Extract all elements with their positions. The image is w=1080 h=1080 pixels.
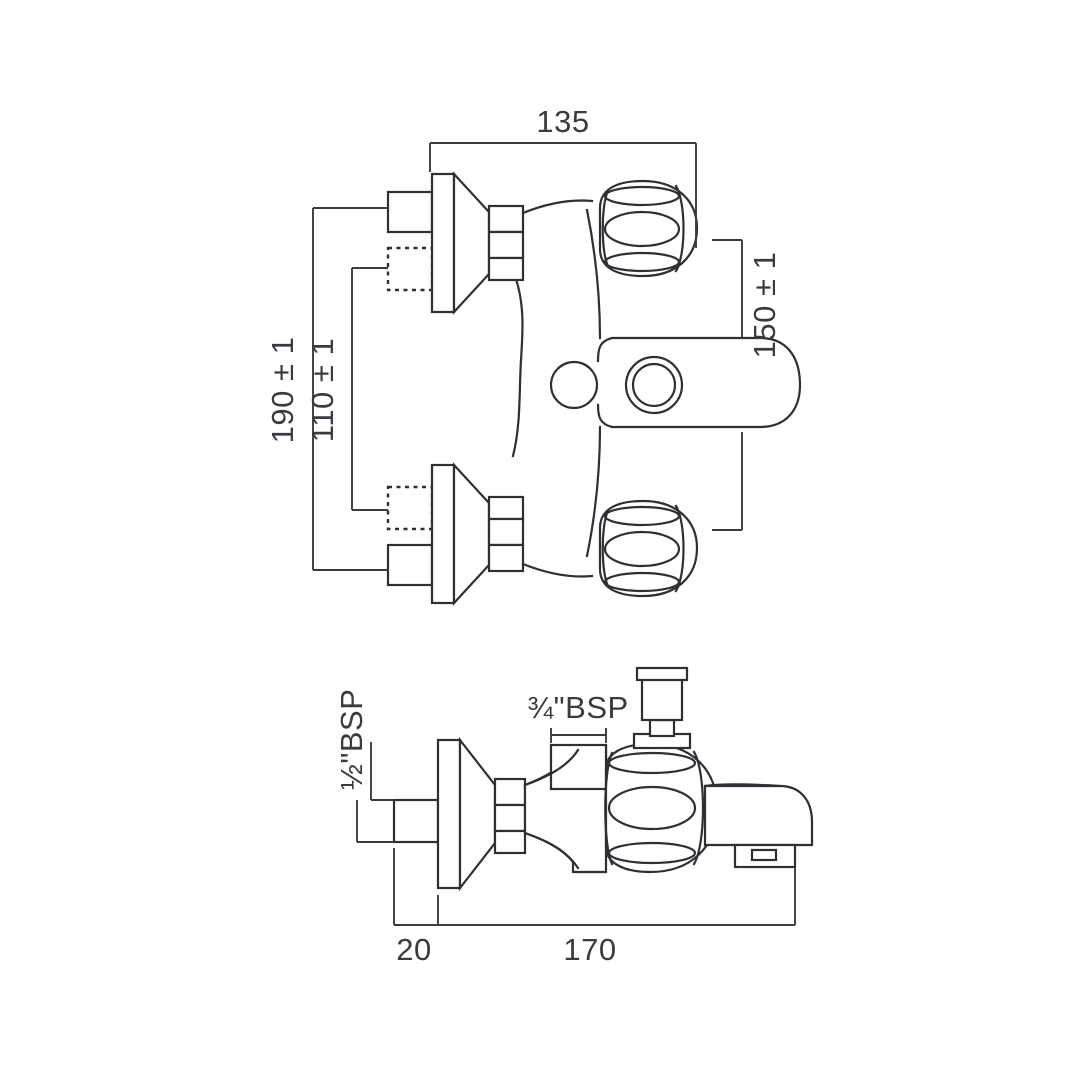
lower-union-nut-band-3 xyxy=(487,543,525,573)
side-spout xyxy=(703,783,814,869)
dimension-190-group: 190 ± 1 xyxy=(265,207,388,571)
side-union-nut-band-3 xyxy=(493,829,527,855)
plug-circle xyxy=(549,360,599,410)
upper-knob-grip-middle xyxy=(603,210,681,248)
dimension-20-group: 20 xyxy=(393,848,439,967)
upper-body-neck-top xyxy=(521,199,594,215)
lower-knob-handle[interactable] xyxy=(598,499,699,598)
dimension-20-label: 20 xyxy=(396,932,431,967)
lower-knob-right-edge xyxy=(674,504,685,593)
upper-knob-handle[interactable] xyxy=(598,179,699,278)
side-union-nut-band-2 xyxy=(493,803,527,833)
upper-union-nut-band-2 xyxy=(487,230,525,260)
diverter-stem xyxy=(648,718,676,738)
lower-union-nut-band-1 xyxy=(487,495,525,521)
diverter-cap-rim xyxy=(635,666,689,682)
side-spout-top-edge xyxy=(703,783,782,788)
dimension-110-label: 110 ± 1 xyxy=(305,338,340,442)
upper-knob-grip-top xyxy=(603,185,681,207)
dimension-170-label: 170 xyxy=(563,932,616,967)
side-elevation-view: ½"BSP ¾"BSP 20 170 xyxy=(334,666,814,967)
dimension-110-group: 110 ± 1 xyxy=(305,267,388,511)
side-spout-body xyxy=(703,784,814,847)
side-knob-right-edge xyxy=(692,750,705,866)
label-three-quarter-bsp: ¾"BSP xyxy=(527,690,628,725)
upper-inlet-nipple xyxy=(386,190,434,234)
side-body-top-curve xyxy=(523,748,580,787)
side-inlet-nipple xyxy=(392,798,440,844)
label-half-bsp: ½"BSP xyxy=(334,689,369,790)
side-escutcheon-plate xyxy=(436,738,462,890)
side-knob-grip-top xyxy=(607,751,697,775)
upper-inlet-assembly xyxy=(386,171,699,315)
dimension-135-group: 135 xyxy=(429,104,697,248)
lower-union-nut-band-2 xyxy=(487,517,525,547)
lower-body-connector xyxy=(585,425,602,558)
body-spine-left xyxy=(511,269,524,458)
dimension-150-group: 150 ± 1 xyxy=(712,239,782,531)
upper-body-connector xyxy=(585,208,602,340)
lower-knob-grip-bottom xyxy=(603,571,681,593)
dimension-190-label: 190 ± 1 xyxy=(265,337,300,444)
side-knob-body[interactable] xyxy=(604,742,719,874)
side-knob-grip-middle xyxy=(607,785,697,831)
side-diverter-knob[interactable] xyxy=(632,666,692,750)
lower-escutcheon-plate xyxy=(430,463,456,605)
side-knob-handle[interactable] xyxy=(604,742,719,874)
lower-inlet-assembly xyxy=(386,462,699,606)
lower-knob-grip-middle xyxy=(603,530,681,568)
upper-escutcheon-plate xyxy=(430,172,456,314)
spout-outlet-aerator xyxy=(750,848,778,862)
side-upper-port xyxy=(549,743,608,791)
dimension-170-group: 170 xyxy=(438,868,796,967)
dimension-135-label: 135 xyxy=(536,104,589,139)
body-and-spout-group xyxy=(511,208,802,558)
side-union-nut-band-1 xyxy=(493,777,527,807)
upper-union-nut-band-1 xyxy=(487,204,525,234)
side-knob-grip-bottom xyxy=(607,841,697,865)
label-half-bsp-group: ½"BSP xyxy=(334,689,394,843)
side-body-bottom-curve xyxy=(523,831,580,870)
upper-knob-right-edge xyxy=(674,184,685,273)
diverter-boss-inner-circle xyxy=(631,362,677,408)
lower-inlet-nipple xyxy=(386,543,434,587)
label-three-quarter-bsp-group: ¾"BSP xyxy=(527,690,628,743)
front-elevation-view: 135 190 ± 1 110 ± 1 150 ± 1 xyxy=(265,104,802,606)
spout-outline xyxy=(596,336,802,429)
diverter-cap-body[interactable] xyxy=(640,676,684,722)
upper-union-nut-band-3 xyxy=(487,256,525,282)
lower-body-neck-bottom xyxy=(521,562,594,578)
upper-knob-grip-bottom xyxy=(603,251,681,273)
dimension-150-label: 150 ± 1 xyxy=(747,252,782,359)
diverter-boss-outer-circle xyxy=(624,355,684,415)
lower-knob-grip-top xyxy=(603,505,681,527)
side-escutcheon-group xyxy=(392,736,527,892)
